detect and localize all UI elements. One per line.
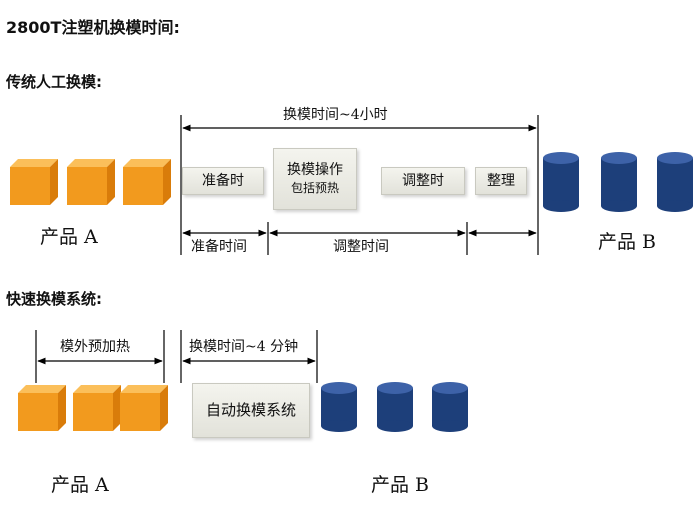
prep-box-label: 准备时 [202,172,244,189]
change-box-line1: 换模操作 [287,162,343,179]
cube-icon [123,159,171,205]
cylinder-icon [601,152,637,212]
cylinder-icon [543,152,579,212]
total-time-label: 换模时间~4小时 [283,107,388,123]
cylinder-icon [377,382,413,432]
quick-time-label: 换模时间~4 分钟 [189,339,299,355]
adjust-time-label: 调整时间 [333,239,389,255]
system-box-label: 自动换模系统 [205,401,296,420]
product-b-label: 产品 B [598,231,657,253]
adjust-box: 调整时 [381,167,465,195]
cube-icon [10,159,58,205]
page-title: 2800T注塑机换模时间: [6,18,180,37]
quick-heading: 快速换模系统: [6,290,102,308]
auto-change-system-box: 自动换模系统 [192,383,310,438]
cube-icon [120,385,168,431]
cube-icon [18,385,66,431]
preheat-label: 模外预加热 [60,339,130,355]
traditional-heading: 传统人工换模: [6,73,102,91]
product-a-label-quick: 产品 A [51,474,109,496]
product-b-label-quick: 产品 B [371,474,430,496]
cube-icon [67,159,115,205]
cube-icon [73,385,121,431]
cylinder-icon [432,382,468,432]
cylinder-icon [321,382,357,432]
tidy-box: 整理 [475,167,527,195]
prep-time-label: 准备时间 [191,239,247,255]
cylinder-icon [657,152,693,212]
product-a-label: 产品 A [40,226,98,248]
change-operation-box: 换模操作 包括预热 [273,148,357,210]
adjust-box-label: 调整时 [402,172,444,189]
prep-box: 准备时 [182,167,264,195]
tidy-box-label: 整理 [487,172,515,189]
change-box-line2: 包括预热 [290,181,339,196]
